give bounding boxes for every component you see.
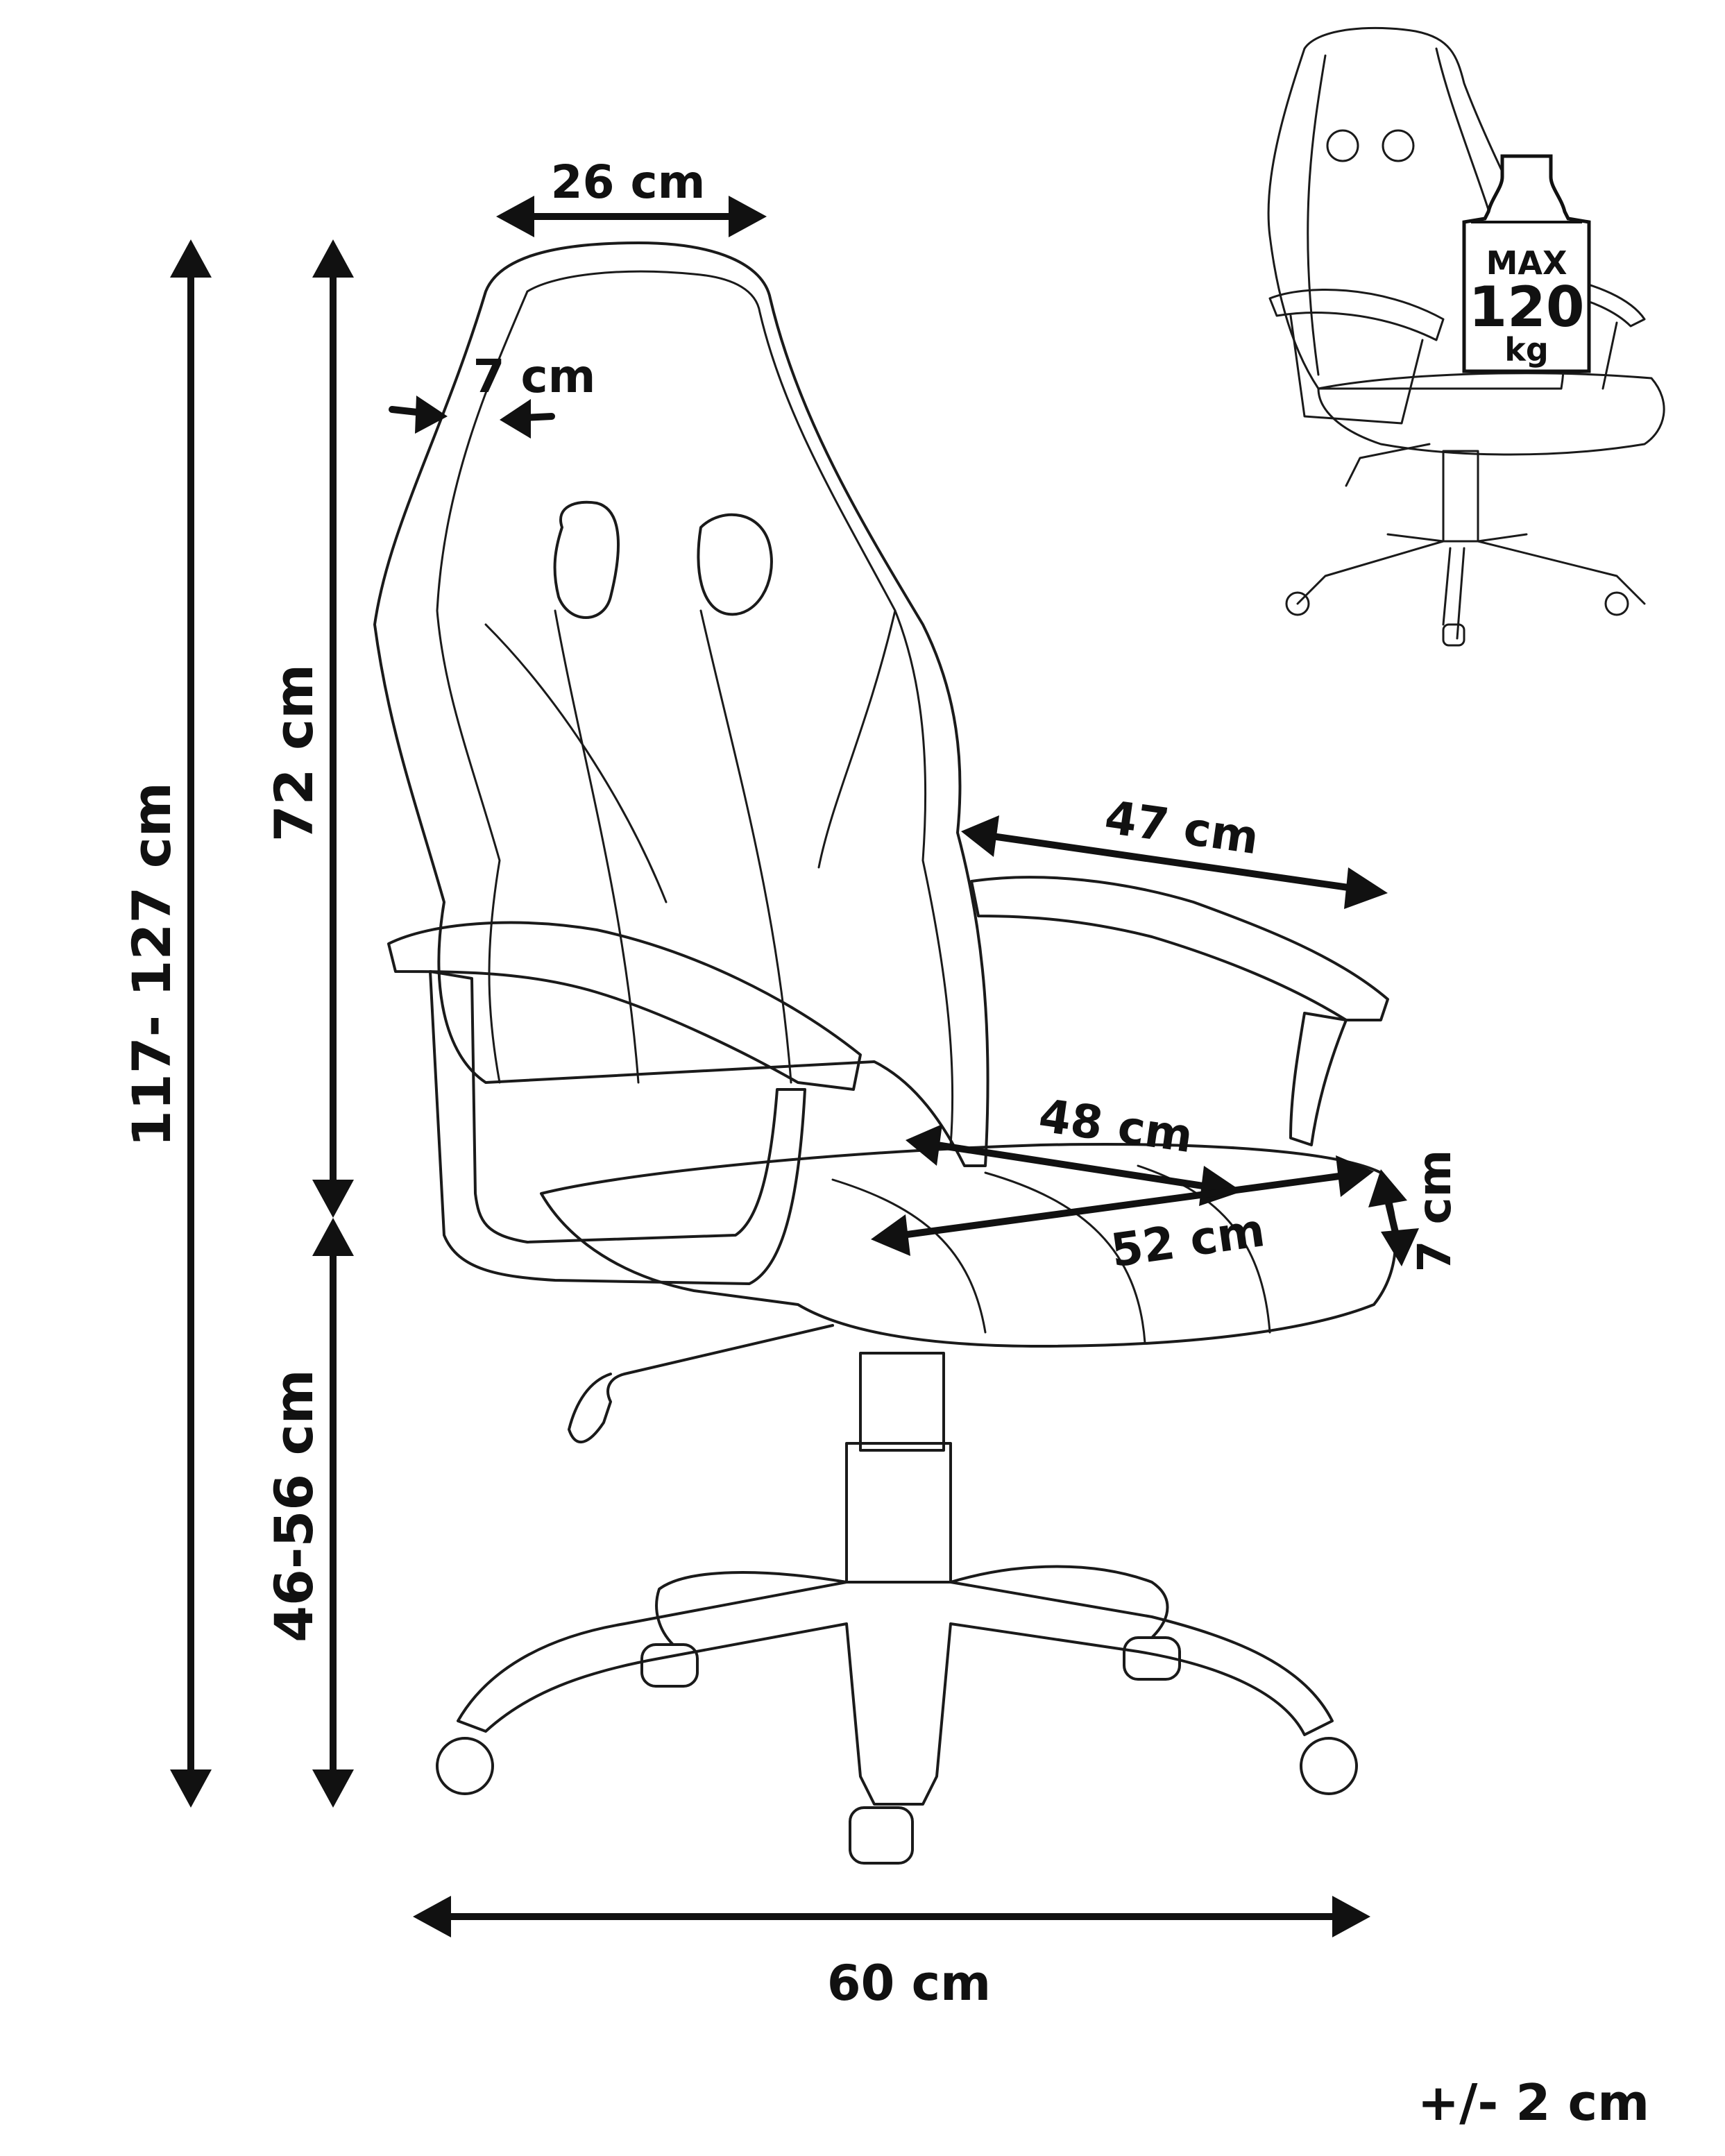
right-armrest-support — [1289, 1012, 1348, 1146]
seat-depth-arrow — [933, 1141, 1211, 1190]
max-load-line3: kg — [1504, 331, 1549, 368]
backrest-width-label: 26 cm — [551, 155, 706, 209]
headrest-thickness-label: 7 cm — [473, 350, 596, 403]
dimension-arrows — [170, 196, 1419, 1937]
harness-slot-right — [697, 513, 773, 616]
dimension-labels: 26 cm 7 cm 72 cm 117- 127 cm 46-56 cm 47… — [121, 155, 1649, 2132]
seat-thickness-label: 7 cm — [1408, 1150, 1461, 1273]
star-base — [457, 1581, 1334, 1806]
caster-front-center — [849, 1806, 914, 1865]
rear-base-arm-right — [949, 1565, 1169, 1639]
backrest-stripe-1 — [554, 609, 640, 1084]
backrest-height-label: 72 cm — [263, 664, 325, 842]
backrest-outline — [373, 241, 989, 1167]
thumb-slot-left — [1326, 129, 1359, 162]
thumb-slot-right — [1382, 129, 1415, 162]
caster-front-right — [1300, 1737, 1358, 1795]
seat-seam-1 — [831, 1178, 987, 1334]
thumb-seat — [1317, 372, 1665, 456]
total-height-label: 117- 127 cm — [121, 782, 182, 1147]
chair-illustration — [373, 241, 1397, 1865]
thumb-caster-center — [1442, 623, 1465, 647]
armrest-spacing-arrow — [989, 833, 1357, 892]
backrest-stripe-2 — [699, 609, 792, 1084]
thumb-backrest-inner — [1307, 54, 1327, 376]
tolerance-note: +/- 2 cm — [1418, 2073, 1649, 2132]
thumb-lever — [1345, 443, 1431, 487]
right-armrest — [970, 876, 1389, 1021]
rear-base-arm-left — [655, 1571, 848, 1646]
thumb-star-base — [1296, 533, 1646, 640]
backrest-left-bolster — [436, 290, 529, 1084]
backrest-inner-outline — [526, 270, 954, 1146]
seat-depth-label: 48 cm — [1035, 1089, 1196, 1163]
max-load-line1: MAX — [1486, 244, 1567, 282]
seat-thickness-arrow — [1384, 1197, 1400, 1239]
seat-width-arrow — [899, 1173, 1343, 1239]
seat-width-label: 52 cm — [1107, 1203, 1268, 1278]
backrest-stripe-3 — [484, 623, 668, 903]
gas-cylinder-cover — [859, 1352, 945, 1452]
thumb-caster-left — [1285, 591, 1310, 616]
thumb-left-armrest — [1268, 289, 1445, 425]
harness-slot-left — [553, 500, 620, 619]
base-width-label: 60 cm — [827, 1955, 991, 2012]
max-load-line2: 120 — [1469, 275, 1585, 339]
thumb-caster-right — [1604, 591, 1629, 616]
thumb-gas-lift — [1442, 450, 1479, 543]
tilt-lever — [568, 1324, 834, 1444]
max-load-badge: MAX 120 kg — [1462, 154, 1591, 373]
caster-front-left — [436, 1737, 494, 1795]
caster-rear-left — [640, 1643, 699, 1688]
seat-height-label: 46-56 cm — [263, 1369, 325, 1643]
left-armrest-support — [429, 970, 806, 1285]
weight-icon — [1462, 154, 1591, 373]
seat-seam-2 — [984, 1171, 1146, 1344]
backrest-stripe-4 — [817, 609, 897, 869]
gas-lift — [845, 1442, 952, 1584]
left-armrest — [387, 921, 862, 1091]
caster-rear-right — [1123, 1636, 1181, 1681]
